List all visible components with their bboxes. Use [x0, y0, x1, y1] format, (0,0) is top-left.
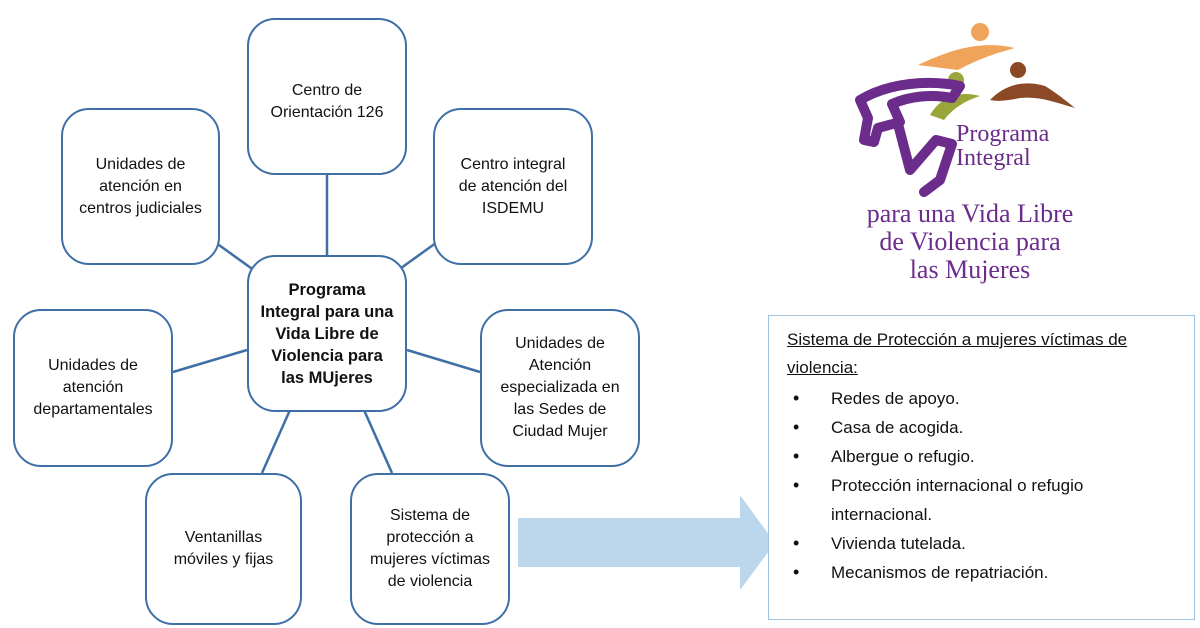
node-centros-judiciales: Unidades de atención en centros judicial…: [61, 108, 220, 265]
list-item: Vivienda tutelada.: [787, 529, 1182, 558]
node-isdemu: Centro integral de atención del ISDEMU: [433, 108, 593, 265]
logo-subtitle-line1: para una Vida Libre: [866, 199, 1074, 228]
logo-title-line2: Integral: [956, 145, 1031, 171]
node-sistema-proteccion: Sistema de protección a mujeres víctimas…: [350, 473, 510, 625]
node-ciudad-mujer: Unidades de Atención especializada en la…: [480, 309, 640, 467]
logo-title-line1: Programa: [956, 121, 1050, 147]
protection-system-title: Sistema de Protección a mujeres víctimas…: [787, 330, 1128, 377]
node-ventanillas: Ventanillas móviles y fijas: [145, 473, 302, 625]
logo-figures-icon: [855, 23, 1075, 197]
node-label: Unidades de atención en centros judicial…: [79, 155, 202, 217]
node-departamentales: Unidades de atención departamentales: [13, 309, 173, 467]
list-item: Albergue o refugio.: [787, 442, 1182, 471]
connector-bottom-left: [260, 409, 292, 474]
arrow-right: [518, 495, 775, 590]
node-label: Ventanillas móviles y fijas: [173, 529, 274, 568]
list-item: Mecanismos de repatriación.: [787, 558, 1182, 587]
connector-mid-left: [172, 348, 248, 374]
protection-system-box: Sistema de Protección a mujeres víctimas…: [768, 315, 1195, 620]
list-item: Protección internacional o refugio inter…: [787, 471, 1182, 529]
logo-subtitle-line3: las Mujeres: [909, 255, 1031, 284]
node-label: Centro de Orientación 126: [270, 82, 384, 121]
node-label: Unidades de atención departamentales: [33, 357, 153, 418]
program-logo: Programa Integral para una Vida Libre de…: [840, 20, 1100, 285]
protection-system-list: Redes de apoyo. Casa de acogida. Albergu…: [787, 384, 1182, 587]
list-item: Casa de acogida.: [787, 413, 1182, 442]
node-label: Programa Integral para una Vida Libre de…: [260, 280, 394, 387]
logo-subtitle-line2: de Violencia para: [879, 227, 1061, 256]
node-centro-orientacion: Centro de Orientación 126: [247, 18, 407, 175]
node-label: Sistema de protección a mujeres víctimas…: [369, 507, 491, 590]
node-label: Unidades de Atención especializada en la…: [500, 335, 620, 440]
node-label: Centro integral de atención del ISDEMU: [458, 155, 568, 217]
list-item: Redes de apoyo.: [787, 384, 1182, 413]
node-center-programa: Programa Integral para una Vida Libre de…: [247, 255, 407, 412]
connector-mid-right: [406, 348, 481, 374]
connector-bottom-right: [362, 409, 394, 474]
